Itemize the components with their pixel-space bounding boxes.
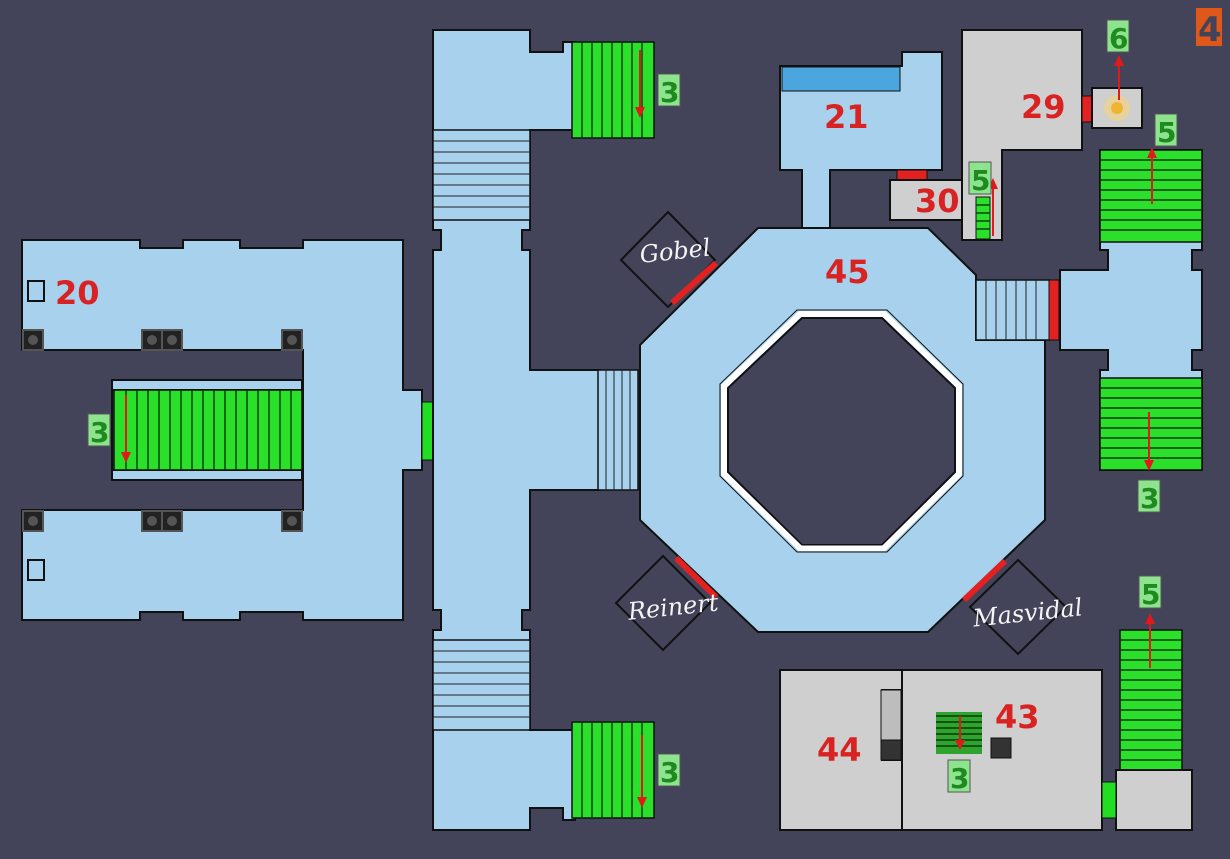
- southeast-landing: [1115, 769, 1193, 831]
- room-21-label: 21: [824, 98, 869, 136]
- hall-east-stairs[interactable]: [975, 279, 1060, 341]
- level-marker-left: 3: [87, 413, 111, 449]
- switch-box-top[interactable]: [27, 280, 45, 302]
- boss-door-gobel[interactable]: [619, 210, 719, 309]
- switch-box-bottom[interactable]: [27, 559, 45, 581]
- room-43-label: 43: [995, 698, 1040, 736]
- room-21-water: [781, 66, 901, 92]
- level-marker-room30: 5: [968, 161, 992, 197]
- room-20-label: 20: [55, 274, 100, 312]
- pillars: [22, 329, 303, 532]
- room-44-block: [880, 739, 902, 761]
- svg-text:6: 6: [1109, 22, 1128, 55]
- east-upper-green-stairs[interactable]: [1099, 147, 1203, 243]
- svg-text:4: 4: [1198, 10, 1222, 50]
- boss-door-reinert[interactable]: [614, 554, 719, 652]
- central-spine: [432, 29, 639, 831]
- room-30-label: 30: [915, 182, 960, 220]
- level-marker-east-upper: 5: [1154, 113, 1178, 149]
- room-45-label: 45: [825, 253, 870, 291]
- room-45-hall: [639, 227, 1046, 633]
- floor-number-badge: 4: [1196, 8, 1222, 50]
- room-21-door[interactable]: [896, 169, 928, 181]
- lower-blue-stairs[interactable]: [432, 639, 531, 731]
- top-green-stairs[interactable]: [571, 41, 655, 139]
- svg-text:3: 3: [90, 416, 109, 449]
- east-lower-green-stairs[interactable]: [1099, 377, 1203, 471]
- bottom-green-stairs[interactable]: [571, 721, 655, 819]
- room-29-label: 29: [1021, 88, 1066, 126]
- spine-to-hall-stairs[interactable]: [597, 369, 639, 491]
- level-marker-bottom: 3: [657, 753, 681, 789]
- room-29-door[interactable]: [1081, 95, 1093, 123]
- left-stair-lines: [125, 390, 292, 470]
- room-30: [889, 179, 963, 221]
- room-43: [901, 669, 1103, 831]
- room-29: [961, 29, 1143, 241]
- hall-east-door[interactable]: [1048, 279, 1060, 341]
- level-marker-southeast: 5: [1138, 575, 1162, 611]
- level-marker-room29-exit: 6: [1106, 19, 1130, 55]
- level-marker-room43: 3: [947, 759, 971, 795]
- room-44-label: 44: [817, 731, 862, 769]
- svg-text:3: 3: [660, 76, 679, 109]
- room-29-exit-alcove: [1091, 87, 1143, 129]
- left-green-stairs[interactable]: [113, 389, 303, 471]
- southeast-door[interactable]: [1101, 781, 1117, 819]
- east-wing: [1059, 147, 1203, 471]
- svg-text:3: 3: [1140, 482, 1159, 515]
- svg-text:5: 5: [971, 164, 990, 197]
- level-marker-top: 3: [657, 73, 681, 109]
- upper-blue-stairs[interactable]: [432, 129, 531, 221]
- room-20-wing: [21, 239, 435, 621]
- southeast-stairs[interactable]: [1119, 613, 1183, 771]
- svg-text:3: 3: [950, 762, 969, 795]
- room-21: [779, 51, 943, 231]
- room-30-ladder[interactable]: [975, 196, 991, 240]
- room-43-block: [990, 737, 1012, 759]
- level-marker-east-lower: 3: [1137, 479, 1161, 515]
- svg-text:3: 3: [660, 756, 679, 789]
- svg-text:5: 5: [1157, 116, 1176, 149]
- svg-text:5: 5: [1141, 578, 1160, 611]
- boss-door-masvidal[interactable]: [961, 558, 1068, 656]
